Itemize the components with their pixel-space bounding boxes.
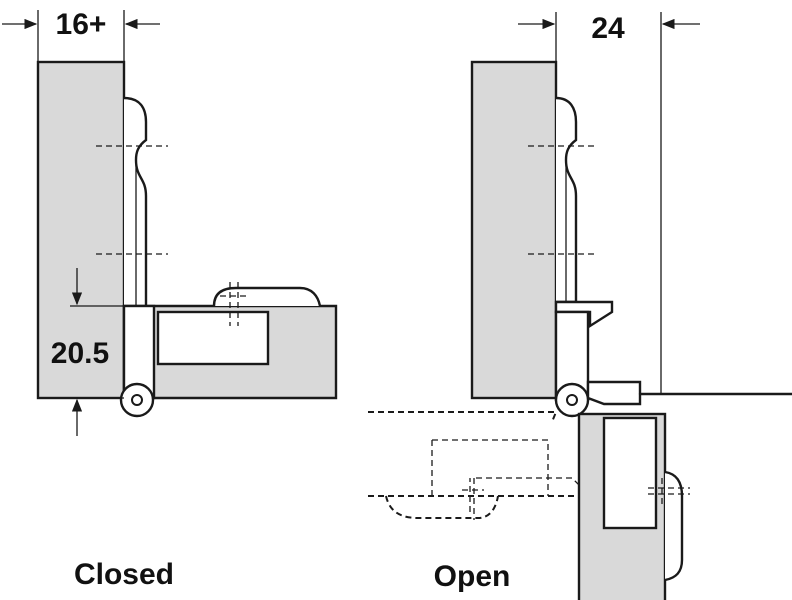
open-pivot-pin bbox=[566, 394, 578, 406]
open-ghost-cup bbox=[385, 495, 499, 519]
open-cabinet-panel bbox=[470, 60, 558, 400]
open-ghost-door bbox=[368, 411, 580, 497]
closed-hinge-cup bbox=[212, 286, 322, 307]
closed-hinge-arm bbox=[123, 96, 148, 308]
open-hinge-cup bbox=[664, 470, 684, 582]
closed-hinge-knuckle bbox=[122, 304, 156, 400]
open-ghost-link bbox=[469, 477, 581, 512]
closed-caption: Closed bbox=[74, 558, 174, 591]
closed-cup-recess bbox=[156, 310, 270, 366]
closed-height-dimension-label: 20.5 bbox=[51, 337, 109, 370]
open-clearance-dimension-label: 24 bbox=[591, 12, 625, 45]
open-caption: Open bbox=[434, 560, 511, 593]
closed-view: 16+ 20.5 Closed bbox=[2, 8, 338, 591]
open-ghost-cup-recess bbox=[431, 439, 549, 496]
open-cup-recess bbox=[602, 416, 658, 530]
closed-pivot-pin bbox=[131, 394, 143, 406]
closed-overlay-dimension-label: 16+ bbox=[56, 8, 107, 41]
open-view: 24 Open bbox=[368, 12, 792, 600]
open-hinge-link bbox=[586, 380, 642, 406]
closed-cabinet-panel bbox=[36, 60, 126, 400]
